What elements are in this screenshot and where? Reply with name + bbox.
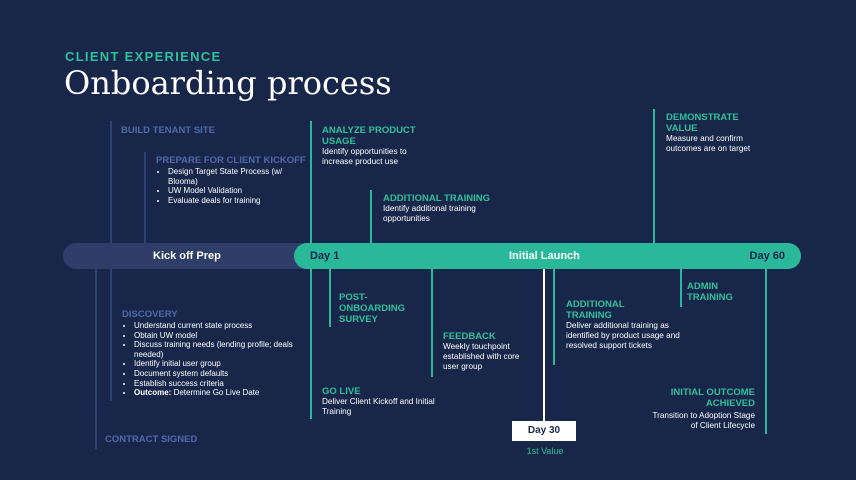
- launch-bar: Day 1 Initial Launch Day 60: [294, 243, 801, 269]
- demonstrate-heading: DEMONSTRATE VALUE: [666, 112, 739, 134]
- prepare-bullet: Design Target State Process (w/ Blooma): [168, 167, 306, 186]
- additional-training-block: ADDITIONAL TRAINING Identify additional …: [383, 193, 513, 224]
- outcome-text: Determine Go Live Date: [171, 388, 260, 398]
- admin-training-heading: ADMIN TRAINING: [687, 281, 733, 303]
- connector-discovery: [110, 269, 112, 401]
- prepare-list: Design Target State Process (w/ Blooma) …: [156, 167, 306, 205]
- connector-post-survey: [329, 269, 331, 327]
- day60-label: Day 60: [749, 250, 785, 262]
- prepare-heading: PREPARE FOR CLIENT KICKOFF: [156, 155, 306, 166]
- contract-signed-heading: CONTRACT SIGNED: [105, 434, 198, 445]
- initial-launch-label: Initial Launch: [509, 250, 580, 262]
- discovery-bullet: Discuss training needs (lending profile;…: [134, 340, 307, 359]
- go-live-body: Deliver Client Kickoff and Initial Train…: [322, 397, 435, 416]
- additional-training-body: Identify additional training opportuniti…: [383, 204, 476, 223]
- outcome-label: Outcome:: [134, 388, 172, 398]
- go-live-heading: GO LIVE: [322, 386, 361, 397]
- additional-training-heading: ADDITIONAL TRAINING: [383, 193, 490, 204]
- connector-demonstrate: [653, 109, 655, 243]
- discovery-outcome: Outcome: Determine Go Live Date: [134, 388, 307, 398]
- prepare-bullet: Evaluate deals for training: [168, 196, 306, 206]
- connector-analyze: [310, 121, 312, 243]
- feedback-block: FEEDBACK Weekly touchpoint established w…: [443, 331, 531, 372]
- post-survey-heading: POST-ONBOARDING SURVEY: [339, 292, 405, 325]
- connector-feedback: [431, 269, 433, 377]
- kickoff-label: Kick off Prep: [153, 250, 221, 262]
- connector-admin-training: [680, 269, 682, 307]
- discovery-block: DISCOVERY Understand current state proce…: [122, 309, 307, 398]
- day30-box: Day 30: [512, 421, 576, 441]
- demonstrate-body: Measure and confirm outcomes are on targ…: [666, 134, 751, 153]
- connector-prepare: [144, 152, 146, 243]
- feedback-body: Weekly touchpoint established with core …: [443, 342, 520, 371]
- discovery-list: Understand current state process Obtain …: [122, 321, 307, 398]
- analyze-body: Identify opportunities to increase produ…: [322, 147, 407, 166]
- additional-training-2-body: Deliver additional training as identifie…: [566, 321, 680, 350]
- prepare-block: PREPARE FOR CLIENT KICKOFF Design Target…: [156, 155, 306, 205]
- connector-day30: [543, 269, 545, 422]
- additional-training-2-block: ADDITIONAL TRAINING Deliver additional t…: [566, 299, 680, 351]
- feedback-heading: FEEDBACK: [443, 331, 496, 342]
- analyze-block: ANALYZE PRODUCT USAGE Identify opportuni…: [322, 125, 434, 167]
- analyze-heading: ANALYZE PRODUCT USAGE: [322, 125, 416, 147]
- connector-contract: [95, 269, 97, 449]
- kickoff-bar: Kick off Prep: [63, 243, 328, 269]
- first-value-label: 1st Value: [526, 446, 564, 456]
- discovery-bullet: Obtain UW model: [134, 331, 307, 341]
- discovery-bullet: Document system defaults: [134, 369, 307, 379]
- eyebrow-label: CLIENT EXPERIENCE: [65, 49, 222, 64]
- prepare-bullet: UW Model Validation: [168, 186, 306, 196]
- day1-label: Day 1: [310, 250, 340, 262]
- initial-outcome-block: INITIAL OUTCOME ACHIEVED Transition to A…: [650, 387, 755, 431]
- discovery-bullet: Identify initial user group: [134, 359, 307, 369]
- connector-additional-training: [370, 190, 372, 243]
- build-tenant-heading: BUILD TENANT SITE: [121, 125, 215, 136]
- page-title: Onboarding process: [64, 64, 392, 102]
- initial-outcome-heading: INITIAL OUTCOME ACHIEVED: [670, 387, 755, 409]
- discovery-bullet: Understand current state process: [134, 321, 307, 331]
- discovery-bullet: Establish success criteria: [134, 379, 307, 389]
- connector-build-tenant: [110, 121, 112, 243]
- additional-training-2-heading: ADDITIONAL TRAINING: [566, 299, 625, 321]
- connector-go-live: [310, 269, 312, 419]
- initial-outcome-body: Transition to Adoption Stage of Client L…: [652, 411, 755, 430]
- go-live-block: GO LIVE Deliver Client Kickoff and Initi…: [322, 386, 437, 417]
- demonstrate-block: DEMONSTRATE VALUE Measure and confirm ou…: [666, 112, 776, 154]
- connector-initial-outcome: [765, 269, 767, 434]
- discovery-heading: DISCOVERY: [122, 309, 178, 320]
- connector-additional-training-2: [553, 269, 555, 365]
